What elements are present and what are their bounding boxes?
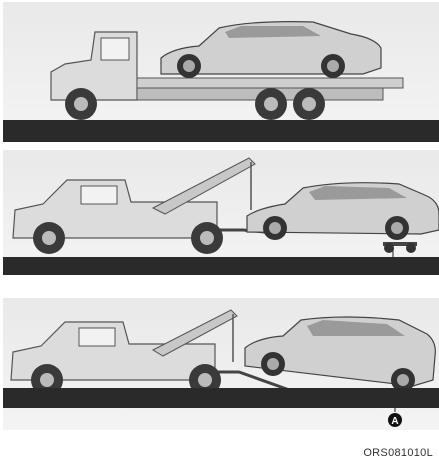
road-surface [3, 388, 439, 408]
road-surface [3, 257, 439, 275]
wheel-lift-illustration-2: A [3, 298, 439, 430]
road-surface [3, 120, 439, 142]
figure-code: ORS081010L [363, 447, 433, 459]
tow-truck [13, 158, 285, 254]
callout-a-marker: A [388, 413, 402, 427]
towed-car-on-flatbed [161, 22, 381, 78]
towed-car [245, 317, 435, 392]
callout-a-label: A [391, 416, 398, 427]
panel-flatbed [3, 2, 439, 142]
panel-wheel-lift-front: A [3, 150, 439, 275]
panel-wheel-lift-dollies: A [3, 298, 439, 430]
towed-car [247, 183, 439, 240]
